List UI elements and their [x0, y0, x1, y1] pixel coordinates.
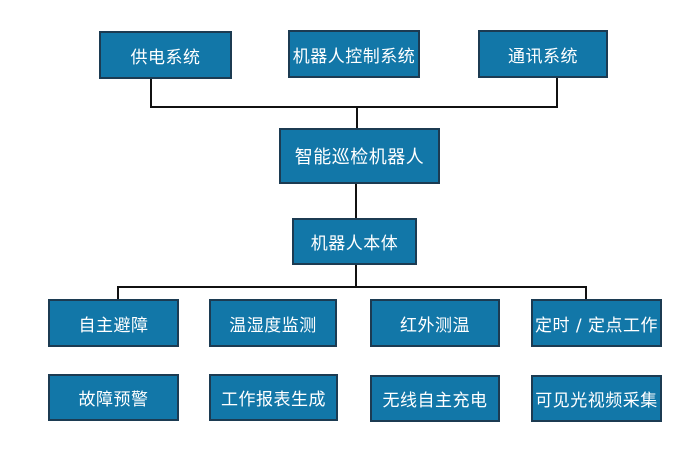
node-label: 红外测温 — [400, 315, 470, 336]
node-label: 温湿度监测 — [229, 315, 317, 336]
node-fault-warning: 故障预警 — [48, 374, 179, 421]
node-label: 无线自主充电 — [382, 391, 488, 411]
node-robot-control-system: 机器人控制系统 — [288, 30, 420, 78]
node-visible-light-video-capture: 可见光视频采集 — [531, 375, 662, 422]
node-label: 机器人控制系统 — [292, 46, 416, 67]
node-label: 智能巡检机器人 — [294, 147, 425, 168]
node-autonomous-obstacle-avoidance: 自主避障 — [48, 299, 179, 347]
node-infrared-temperature-measurement: 红外测温 — [370, 299, 500, 347]
connector-line — [585, 286, 587, 299]
node-label: 可见光视频采集 — [535, 391, 658, 411]
node-communication-system: 通讯系统 — [478, 30, 608, 78]
connector-line — [356, 108, 358, 128]
node-intelligent-inspection-robot: 智能巡检机器人 — [279, 128, 440, 184]
node-label: 故障预警 — [78, 390, 149, 410]
connector-line — [117, 286, 119, 299]
connector-line — [556, 78, 558, 108]
node-work-report-generation: 工作报表生成 — [209, 374, 338, 421]
node-label: 机器人本体 — [310, 234, 399, 254]
node-wireless-autonomous-charging: 无线自主充电 — [370, 375, 500, 422]
connector-line — [355, 265, 357, 288]
node-label: 自主避障 — [78, 315, 149, 336]
node-label: 通讯系统 — [508, 46, 578, 67]
node-timed-fixed-point-work: 定时 / 定点工作 — [531, 299, 662, 347]
connector-line — [150, 79, 152, 108]
node-label: 工作报表生成 — [221, 390, 326, 410]
connector-line — [117, 286, 587, 288]
node-temperature-humidity-monitoring: 温湿度监测 — [209, 299, 337, 347]
node-robot-body: 机器人本体 — [292, 218, 417, 265]
node-label: 定时 / 定点工作 — [534, 315, 659, 336]
node-power-supply-system: 供电系统 — [99, 31, 232, 79]
node-label: 供电系统 — [130, 47, 201, 68]
connector-line — [150, 106, 558, 108]
connector-line — [355, 184, 357, 218]
